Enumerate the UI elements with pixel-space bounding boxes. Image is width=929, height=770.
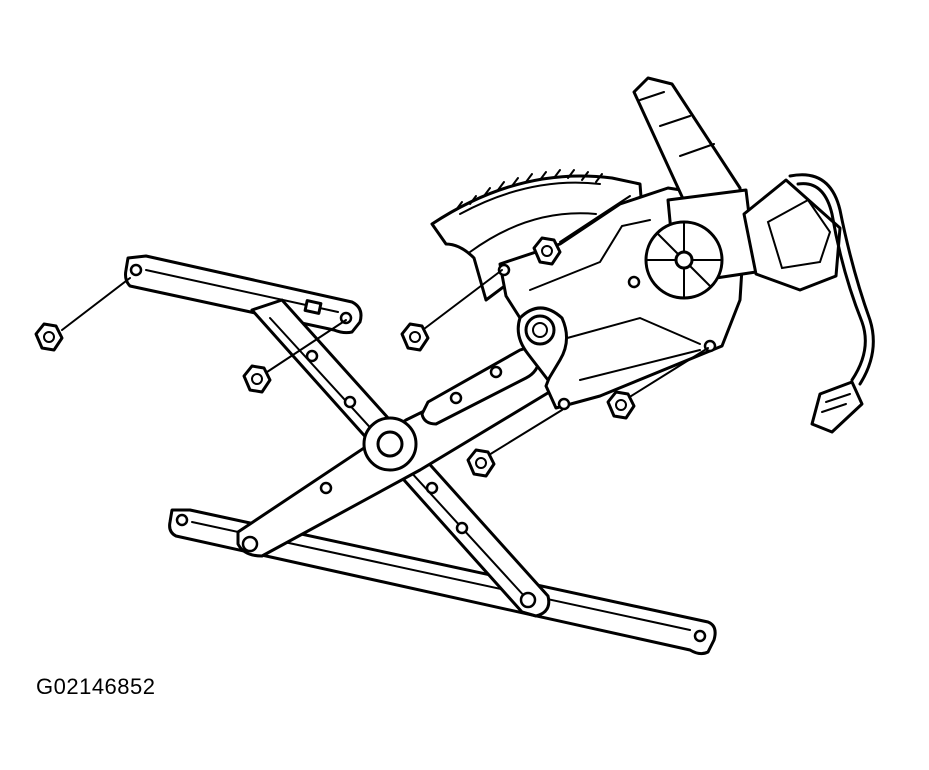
nut-icon bbox=[34, 322, 64, 352]
nut-icon bbox=[606, 390, 636, 420]
nut-icon bbox=[400, 322, 430, 352]
nut-icon bbox=[466, 448, 496, 478]
nut-icon bbox=[242, 364, 272, 394]
center-roller bbox=[516, 306, 568, 382]
pivot-hub bbox=[362, 416, 418, 472]
figure-code: G02146852 bbox=[36, 674, 156, 699]
leader-lines bbox=[61, 195, 709, 459]
upper-guide-rail bbox=[124, 254, 363, 335]
motor bbox=[632, 76, 758, 300]
wiring-harness bbox=[742, 173, 875, 434]
nut-icon bbox=[532, 236, 562, 266]
